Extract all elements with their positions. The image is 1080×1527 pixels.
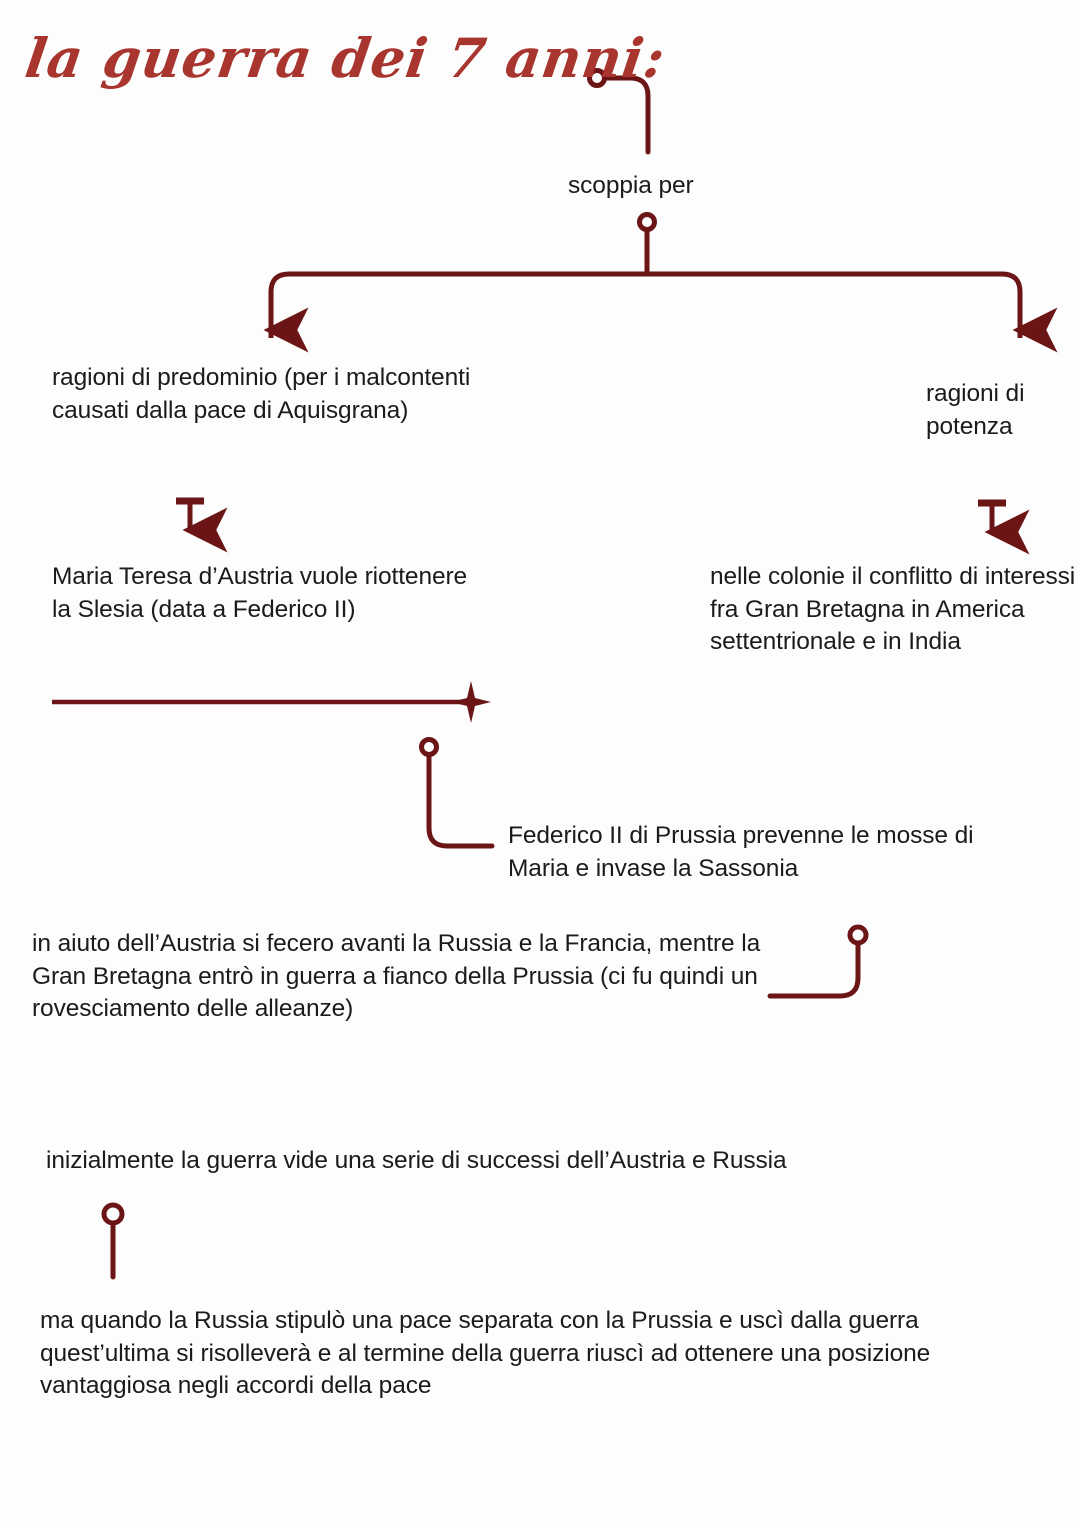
connector-inizialmente-to-finale <box>101 1202 125 1280</box>
connector-scoppia-to-split <box>637 212 657 274</box>
node-pace-separata-esito: ma quando la Russia stipulò una pace sep… <box>40 1307 931 1400</box>
page-title: la guerra dei 7 anni: <box>21 26 670 90</box>
node-ragioni-di-potenza: ragioni di potenza <box>926 380 1025 440</box>
connector-potenza-to-colonie <box>978 499 1030 555</box>
node-ragioni-di-predominio: ragioni di predominio (per i malcontenti… <box>52 364 471 424</box>
connector-maria-underline-sparkle <box>52 681 491 723</box>
node-colonie-conflitto: nelle colonie il conflitto di interessi … <box>710 563 1076 656</box>
node-inizialmente-successi: inizialmente la guerra vide una serie di… <box>46 1147 787 1174</box>
node-federico-ii-prussia: Federico II di Prussia prevenne le mosse… <box>508 822 974 882</box>
connector-sparkle-to-federico <box>419 737 495 849</box>
connector-predominio-to-maria <box>176 497 228 553</box>
node-aiuto-austria: in aiuto dell’Austria si fecero avanti l… <box>32 930 761 1023</box>
node-maria-teresa: Maria Teresa d’Austria vuole riottenere … <box>52 563 468 623</box>
node-scoppia-per: scoppia per <box>568 172 694 199</box>
connector-split-fork <box>263 271 1058 353</box>
connector-federico-to-aiuto <box>767 924 869 999</box>
